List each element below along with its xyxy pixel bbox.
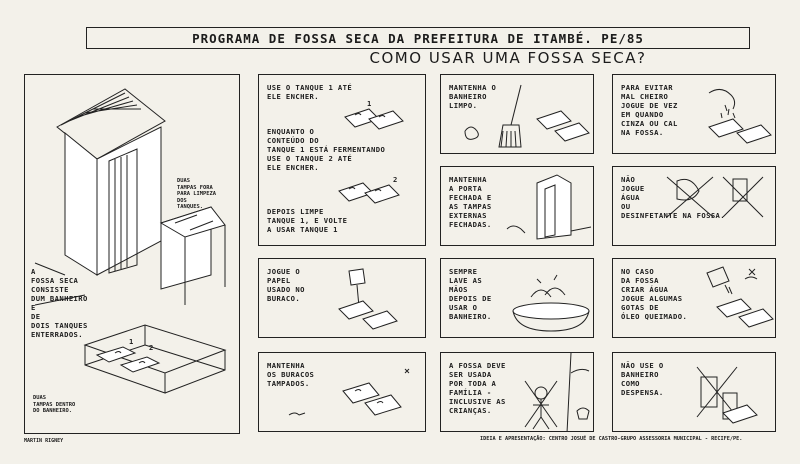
panel-11-text: MANTENHA OS BURACOS TAMPADOS. xyxy=(267,361,315,388)
panel-clean-toilet: MANTENHA O BANHEIRO LIMPO. xyxy=(440,74,594,154)
panel-12-text: A FOSSA DEVE SER USADA POR TODA A FAMÍLI… xyxy=(449,361,506,415)
tampas-dentro-label: DUAS TAMPAS DENTRO DO BANHEIRO. xyxy=(33,395,76,414)
panel-9-text: SEMPRE LAVE AS MÃOS DEPOIS DE USAR O BAN… xyxy=(449,267,492,321)
panel-covered-holes: MANTENHA OS BURACOS TAMPADOS. xyxy=(258,352,426,432)
title-box: PROGRAMA DE FOSSA SECA DA PREFEITURA DE … xyxy=(86,27,750,49)
family-use-drawing xyxy=(524,353,590,431)
tank-number-2: 2 xyxy=(149,343,154,352)
panel-1-number: 1 xyxy=(367,99,372,108)
latrine-description: A FOSSA SECA CONSISTE DUM BANHEIRO E DE … xyxy=(31,267,88,339)
tank-lids-drawing xyxy=(338,108,404,204)
panel-10-text: NO CASO DA FOSSA CRIAR ÁGUA JOGUE ALGUMA… xyxy=(621,267,688,321)
panel-3-text: DEPOIS LIMPE TANQUE 1, E VOLTE A USAR TA… xyxy=(267,207,348,234)
panel-burnt-oil: NO CASO DA FOSSA CRIAR ÁGUA JOGUE ALGUMA… xyxy=(612,258,776,338)
wash-hands-drawing xyxy=(512,274,590,332)
burnt-oil-drawing xyxy=(706,266,774,328)
panel-no-water: NÃO JOGUE ÁGUA OU DESINFETANTE NA FOSSA. xyxy=(612,166,776,246)
panel-no-storage: NÃO USE O BANHEIRO COMO DESPENSA. xyxy=(612,352,776,432)
poster-title: PROGRAMA DE FOSSA SECA DA PREFEITURA DE … xyxy=(192,30,644,46)
credit-line: IDEIA E APRESENTAÇÃO: CENTRO JOSUÉ DE CA… xyxy=(480,436,743,442)
panel-2-number: 2 xyxy=(393,175,398,184)
panel-8-text: JOGUE O PAPEL USADO NO BURACO. xyxy=(267,267,305,303)
no-storage-drawing xyxy=(696,366,758,424)
tampas-fora-label: DUAS TAMPAS FORA PARA LIMPEZA DOS TANQUE… xyxy=(177,178,216,210)
panel-paper: JOGUE O PAPEL USADO NO BURACO. xyxy=(258,258,426,338)
ash-lime-drawing xyxy=(708,89,772,144)
artist-signature: MARTIN RIGNEY xyxy=(24,438,64,444)
broom-drawing xyxy=(464,84,590,148)
panel-wash-hands: SEMPRE LAVE AS MÃOS DEPOIS DE USAR O BAN… xyxy=(440,258,594,338)
panel-ash-lime: PARA EVITAR MAL CHEIRO JOGUE DE VEZ EM Q… xyxy=(612,74,776,154)
panel-family-use: A FOSSA DEVE SER USADA POR TODA A FAMÍLI… xyxy=(440,352,594,432)
paper-drawing xyxy=(338,268,398,330)
panel-2-text: ENQUANTO O CONTEÚDO DO TANQUE 1 ESTÁ FER… xyxy=(267,127,386,172)
latrine-illustration xyxy=(34,88,227,394)
poster-subtitle: COMO USAR UMA FOSSA SECA? xyxy=(369,49,647,67)
tank-number-1: 1 xyxy=(129,337,134,346)
panel-closed-door: MANTENHA A PORTA FECHADA E AS TAMPAS EXT… xyxy=(440,166,594,246)
left-panel-latrine: DUAS TAMPAS FORA PARA LIMPEZA DOS TANQUE… xyxy=(24,74,240,434)
covered-holes-drawing xyxy=(288,368,410,416)
panel-5-text: PARA EVITAR MAL CHEIRO JOGUE DE VEZ EM Q… xyxy=(621,83,678,137)
panel-4-text: MANTENHA O BANHEIRO LIMPO. xyxy=(449,83,497,110)
no-water-drawing xyxy=(666,176,764,218)
panel-6-text: MANTENHA A PORTA FECHADA E AS TAMPAS EXT… xyxy=(449,175,492,229)
panel-13-text: NÃO USE O BANHEIRO COMO DESPENSA. xyxy=(621,361,664,397)
panel-tank-usage: USE O TANQUE 1 ATÉ ELE ENCHER. 1 ENQUANT… xyxy=(258,74,426,246)
closed-door-drawing xyxy=(506,174,592,240)
panel-1-text: USE O TANQUE 1 ATÉ ELE ENCHER. xyxy=(267,83,353,101)
